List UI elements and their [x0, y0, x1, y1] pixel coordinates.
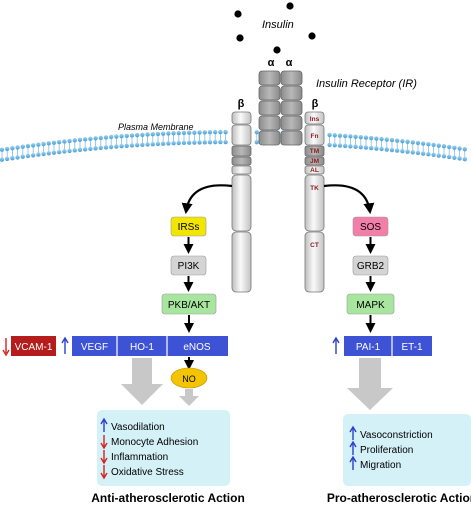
- anti-effect-item: Monocyte Adhesion: [111, 437, 198, 448]
- insulin-label: Insulin: [262, 19, 294, 31]
- anti-arrow-down-icon: [100, 450, 108, 465]
- anti-effect-item: Inflammation: [111, 452, 168, 463]
- left-big-grey-arrow: [121, 358, 163, 405]
- vegf-label: VEGF: [81, 342, 108, 353]
- pro-arrow-up-icon: [349, 455, 357, 470]
- beta-subunit-right: [304, 111, 325, 293]
- beta-label-right: β: [312, 98, 319, 110]
- beta-subunit-left: [231, 111, 252, 293]
- sos-label: SOS: [360, 222, 381, 233]
- insulin-molecules: [234, 2, 316, 54]
- pro-arrow-up-icon: [349, 440, 357, 455]
- alpha-subunit-right: [280, 70, 303, 146]
- sos-box: [352, 216, 389, 237]
- left-output-bar: [72, 336, 228, 356]
- ho1-label: HO-1: [130, 342, 154, 353]
- anti-effects-panel: [97, 410, 230, 486]
- irss-label: IRSs: [178, 222, 200, 233]
- anti-arrow-down-icon: [100, 465, 108, 480]
- alpha-subunit-left: [258, 70, 281, 146]
- domain-jm-label: JM: [310, 158, 319, 165]
- pro-effect-item: Proliferation: [360, 445, 413, 456]
- mapk-box: [346, 293, 395, 315]
- grb2-label: GRB2: [357, 261, 385, 272]
- beta-label-left: β: [238, 98, 245, 110]
- no-label: NO: [182, 374, 196, 384]
- no-ellipse: [170, 367, 208, 389]
- domain-ins-label: Ins: [310, 116, 320, 123]
- membrane-label: Plasma Membrane: [118, 122, 194, 132]
- arrow-receptor-to-sos: [323, 184, 375, 215]
- mapk-label: MAPK: [356, 300, 385, 311]
- pi3k-label: PI3K: [178, 261, 200, 272]
- grb2-box: [352, 255, 389, 276]
- alpha-label-left: α: [268, 57, 275, 69]
- anti-effect-item: Vasodilation: [111, 422, 165, 433]
- pro-arrow-up-icon: [349, 425, 357, 440]
- domain-tk-label: TK: [310, 185, 319, 192]
- pi3k-box: [170, 255, 207, 276]
- et1-label: ET-1: [401, 342, 423, 353]
- anti-arrow-up-icon: [100, 417, 108, 432]
- irss-box: [170, 216, 207, 237]
- no-small-grey-arrow: [179, 389, 199, 406]
- pkb-akt-box: [161, 293, 217, 315]
- pkb-akt-label: PKB/AKT: [168, 300, 210, 311]
- right-output-bar: [344, 336, 432, 356]
- vcam-label: VCAM-1: [15, 342, 53, 353]
- domain-al-label: AL: [310, 167, 319, 174]
- domain-fn-label: Fn: [311, 133, 319, 140]
- right-big-grey-arrow: [347, 358, 393, 410]
- plasma-membrane: [0, 129, 467, 162]
- anti-action-title: Anti-atherosclerotic Action: [91, 491, 245, 505]
- anti-effect-item: Oxidative Stress: [111, 467, 184, 478]
- pai1-label: PAI-1: [356, 342, 381, 353]
- pro-action-title: Pro-atherosclerotic Action: [327, 491, 471, 505]
- pro-effect-item: Migration: [360, 460, 401, 471]
- vcam-box: [11, 336, 56, 356]
- arrow-receptor-to-irss: [181, 184, 233, 215]
- domain-ct-label: CT: [310, 242, 319, 249]
- anti-arrow-down-icon: [100, 435, 108, 450]
- pro-effects-panel: [343, 414, 471, 486]
- receptor-label: Insulin Receptor (IR): [316, 78, 417, 90]
- pro-effect-item: Vasoconstriction: [360, 430, 433, 441]
- domain-tm-label: TM: [310, 148, 319, 155]
- alpha-label-right: α: [286, 57, 293, 69]
- enos-label: eNOS: [183, 342, 211, 353]
